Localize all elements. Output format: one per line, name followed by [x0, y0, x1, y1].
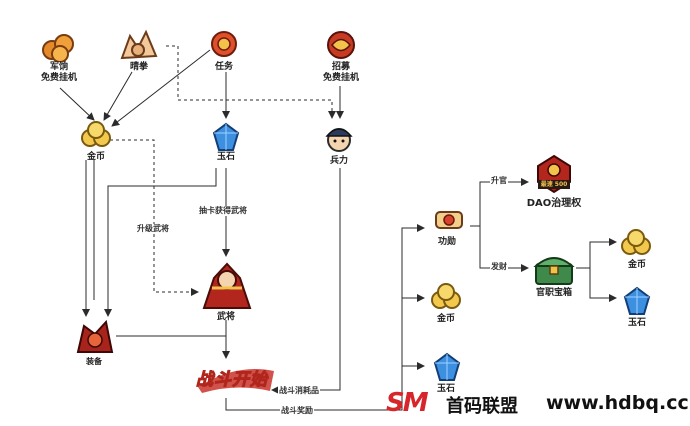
bottom-left-beast-icon: [76, 319, 114, 353]
edge-jinbi-wujiang-dashed: [110, 139, 199, 296]
watermark-banner: SM 首码联盟 www.hdbq.cc: [380, 382, 690, 426]
gongxun-scroll-icon: [435, 211, 463, 229]
edge-bingli-battle: [271, 168, 341, 394]
edge-baoxiang-yushi: [589, 268, 617, 302]
gongxun-label: 功勋: [437, 237, 457, 247]
bingli-label: 兵力: [329, 156, 349, 166]
yushi2-gem-icon: [433, 352, 461, 381]
zhaomu-label: 招募: [331, 62, 351, 72]
edge-label-shengji: 升级武将: [136, 224, 170, 234]
edge-junxiang-jinbi: [59, 87, 95, 121]
edge-label-jiangli: 战斗奖励: [280, 406, 314, 416]
watermark-logo: SM: [386, 388, 429, 418]
wujiang-label: 武将: [216, 312, 236, 322]
yushi3-gem-icon: [623, 286, 651, 315]
yushi2-label: 玉石: [436, 384, 456, 394]
edge-gongxun-baoxiang: [479, 226, 529, 272]
dao-label: DAO治理权: [526, 198, 582, 209]
yushi-gem-icon: [212, 122, 240, 151]
edge-baoxiang-jinbi: [576, 238, 617, 269]
battle-banner-bg: [198, 369, 274, 393]
edge-renwu-jinbi: [111, 49, 211, 127]
edge-label-shengguan: 升官: [490, 176, 508, 186]
junxiang-sub-label: 免费挂机: [40, 73, 78, 83]
edge-battle-gongxun: [225, 224, 425, 411]
edge-label-chouka: 抽卡获得武将: [198, 206, 248, 216]
zhaomu-sub-label: 免费挂机: [322, 73, 360, 83]
edge-gongxun-dao: [470, 178, 529, 227]
renwu-label: 任务: [214, 62, 234, 72]
qingquan-label: 晴拳: [129, 62, 149, 72]
edge-label-xiaohao: 战斗消耗品: [278, 386, 320, 396]
edge-qingquan-jinbi: [103, 71, 133, 121]
renwu-medal-icon: [211, 31, 237, 57]
watermark-url: www.hdbq.cc: [546, 392, 689, 414]
junxiang-label: 军饷: [49, 62, 69, 72]
dao-badge-text: 最速 500: [540, 181, 568, 188]
jinbi-coins-icon: [81, 121, 111, 147]
yushi3-label: 玉石: [627, 318, 647, 328]
edge-bottomleft-battle: [116, 335, 230, 359]
battle-start-banner: 战斗开始: [196, 363, 276, 395]
jinbi3-label: 金币: [627, 260, 647, 270]
battle-label: 战斗开始: [196, 370, 268, 391]
baoxiang-chest-icon: [533, 257, 575, 285]
bottom-left-label: 装备: [86, 357, 102, 366]
jinbi-label: 金币: [86, 152, 106, 162]
baoxiang-label: 官职宝箱: [535, 288, 573, 298]
bingli-soldier-icon: [325, 128, 353, 152]
dao-badge-icon: [537, 154, 571, 194]
edge-yushi-bottomleft: [104, 168, 217, 317]
zhaomu-scroll-icon: [327, 31, 355, 59]
junxiang-coin-pile-icon: [42, 34, 74, 62]
wujiang-general-icon: [202, 262, 252, 309]
qingquan-hands-icon: [120, 29, 158, 60]
jinbi2-coins-icon: [431, 283, 461, 309]
jinbi2-label: 金币: [436, 314, 456, 324]
watermark-chinese-text: 首码联盟: [446, 396, 518, 417]
edge-qingquan-bingli: [166, 45, 336, 119]
yushi-label: 玉石: [216, 152, 236, 162]
edge-label-facai: 发财: [490, 262, 508, 272]
jinbi3-coins-icon: [621, 229, 651, 255]
